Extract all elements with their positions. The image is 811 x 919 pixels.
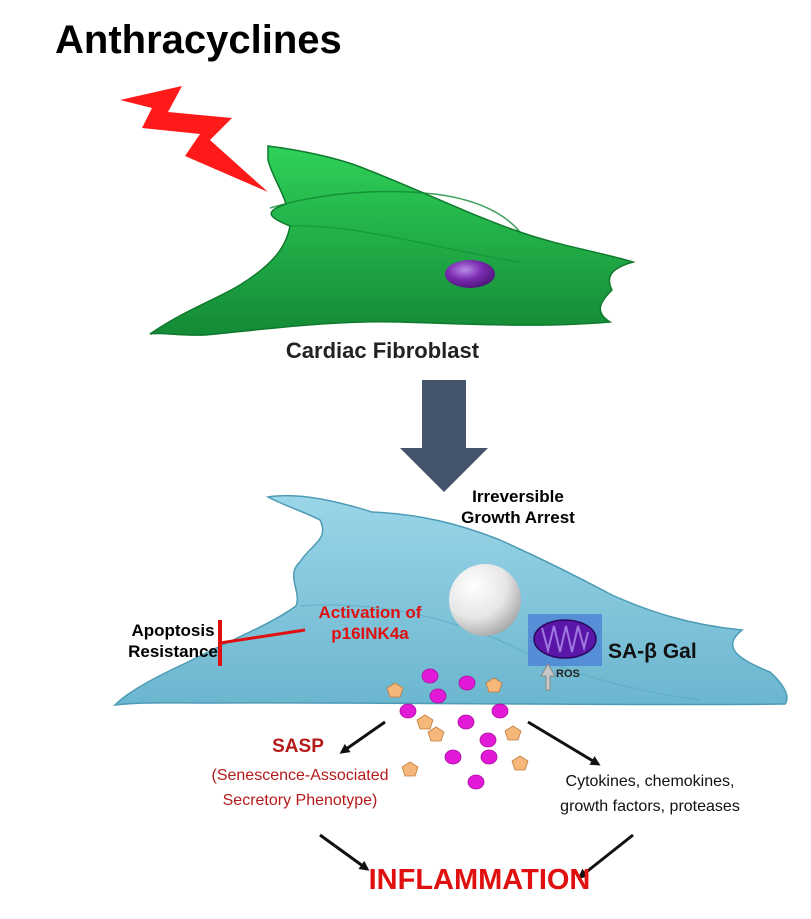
enlarged-nucleus xyxy=(449,564,521,636)
cardiac-fibroblast-label: Cardiac Fibroblast xyxy=(285,338,480,363)
sasp-description: (Senescence-Associated Secretory Phenoty… xyxy=(211,767,389,809)
sa-beta-gal-label: SA-β Gal xyxy=(608,640,697,663)
sasp-secreted-factors xyxy=(386,668,529,790)
ros-label: ROS xyxy=(556,668,580,680)
inflammation-label: INFLAMMATION xyxy=(368,864,591,896)
flow-arrows xyxy=(319,720,634,879)
senescent-cell xyxy=(112,494,788,707)
transition-arrow xyxy=(400,380,488,492)
p16-activation-label: Activation of p16INK4a xyxy=(318,603,422,644)
sasp-title: SASP xyxy=(272,736,324,757)
lightning-bolt-icon xyxy=(120,86,268,192)
page-title: Anthracyclines xyxy=(55,18,342,62)
nucleus xyxy=(445,260,495,288)
mitochondrion xyxy=(533,619,597,659)
growth-arrest-label: Irreversible Growth Arrest xyxy=(461,487,575,528)
cardiac-fibroblast-cell xyxy=(149,145,636,336)
apoptosis-resistance-label: Apoptosis Resistance xyxy=(128,621,218,662)
inhibition-symbol xyxy=(218,620,306,666)
ros-up-arrow xyxy=(540,663,556,691)
secreted-factors-label: Cytokines, chemokines, growth factors, p… xyxy=(560,773,740,815)
